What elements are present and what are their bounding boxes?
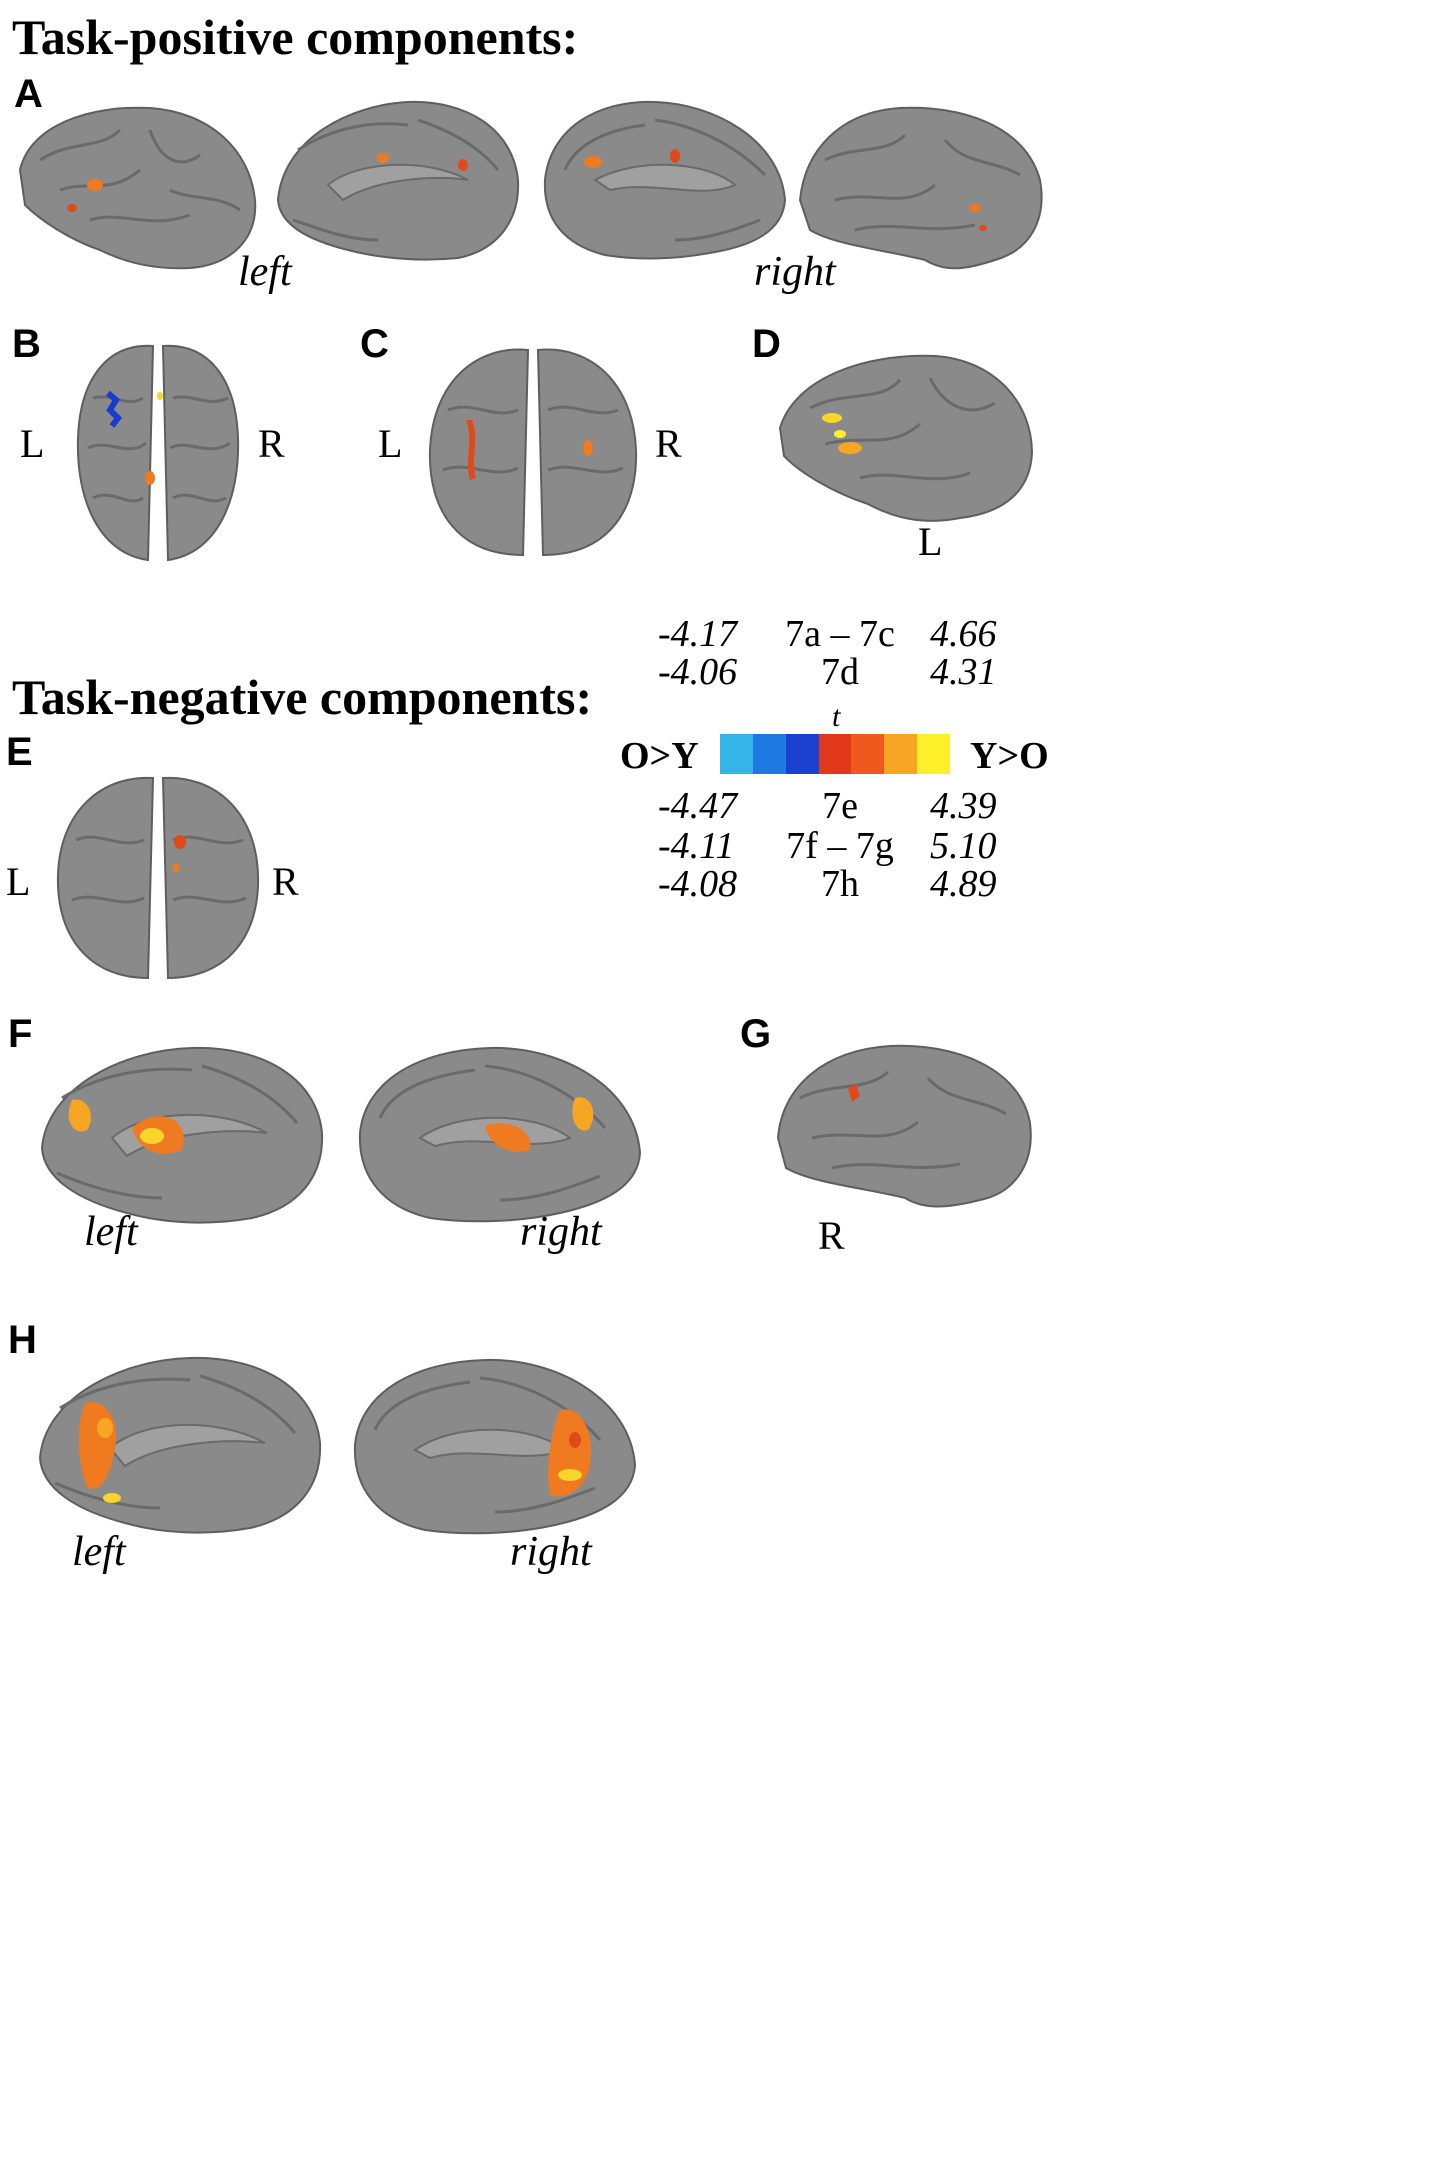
brain-medial-left-f (40, 1046, 324, 1224)
panel-label-g: G (740, 1012, 772, 1056)
hemisphere-label-left-h: left (72, 1529, 126, 1575)
legend-neg-7f-7g: -4.11 (658, 825, 735, 867)
brain-posterior-e (56, 776, 260, 980)
legend-fig-7a-7c: 7a – 7c (785, 613, 895, 655)
panel-label-d: D (752, 322, 781, 366)
colorbar-legend: -4.17 7a – 7c 4.66 -4.06 7d 4.31 t O>Y Y… (620, 612, 1049, 912)
colorbar-segment-1 (752, 734, 786, 774)
hemisphere-label-left-a: left (238, 249, 292, 295)
legend-neg-7d: -4.06 (658, 651, 738, 693)
brain-lateral-right-g (776, 1044, 1032, 1208)
colorbar-segment-5 (884, 734, 918, 774)
brain-posterior-c (428, 348, 638, 557)
side-label-l-c: L (378, 421, 403, 466)
task-positive-heading: Task-positive components: (12, 9, 579, 65)
colorbar-segment-2 (785, 734, 819, 774)
legend-fig-7f-7g: 7f – 7g (786, 825, 894, 867)
legend-pos-7h: 4.89 (930, 863, 997, 905)
brain-medial-left-a (276, 100, 520, 261)
side-label-l-b: L (20, 421, 45, 466)
side-label-r-g: R (818, 1213, 845, 1258)
hemisphere-label-right-a: right (754, 249, 836, 295)
legend-fig-7e: 7e (822, 785, 858, 827)
legend-neg-7h: -4.08 (658, 863, 738, 905)
brain-medial-right-a (543, 100, 787, 260)
colorbar-segment-0 (720, 734, 753, 774)
colorbar-segment-3 (818, 734, 852, 774)
legend-pos-7d: 4.31 (930, 651, 997, 693)
colorbar (720, 734, 951, 774)
legend-neg-7e: -4.47 (658, 785, 738, 827)
panel-label-e: E (6, 730, 33, 774)
panel-label-b: B (12, 322, 41, 366)
brain-lateral-left-a (18, 106, 257, 270)
legend-fig-7h: 7h (821, 863, 859, 905)
hemisphere-label-right-f: right (520, 1209, 602, 1255)
legend-pos-7a-7c: 4.66 (930, 613, 997, 655)
brain-medial-right-f (358, 1046, 642, 1223)
side-label-l-d: L (918, 519, 943, 564)
brain-dorsal-b (76, 344, 240, 562)
panel-label-f: F (8, 1012, 33, 1056)
side-label-r-e: R (272, 859, 299, 904)
brain-medial-left-h (38, 1356, 322, 1534)
legend-y-gt-o: Y>O (970, 735, 1049, 777)
legend-o-gt-y: O>Y (620, 735, 699, 777)
panel-label-a: A (14, 72, 43, 116)
side-label-r-b: R (258, 421, 285, 466)
task-negative-heading: Task-negative components: (12, 669, 593, 725)
panel-label-c: C (360, 322, 389, 366)
hemisphere-label-left-f: left (84, 1209, 138, 1255)
legend-neg-7a-7c: -4.17 (658, 613, 738, 655)
side-label-r-c: R (655, 421, 682, 466)
colorbar-segment-4 (851, 734, 885, 774)
side-label-l-e: L (6, 859, 31, 904)
brain-medial-right-h (353, 1358, 637, 1535)
brain-lateral-right-a (798, 106, 1043, 270)
legend-t-label: t (832, 700, 841, 733)
colorbar-segment-6 (917, 734, 951, 774)
brain-lateral-left-d (778, 354, 1034, 522)
legend-pos-7f-7g: 5.10 (930, 825, 997, 867)
legend-pos-7e: 4.39 (930, 785, 997, 827)
panel-label-h: H (8, 1318, 37, 1362)
legend-fig-7d: 7d (821, 651, 859, 693)
hemisphere-label-right-h: right (510, 1529, 592, 1575)
